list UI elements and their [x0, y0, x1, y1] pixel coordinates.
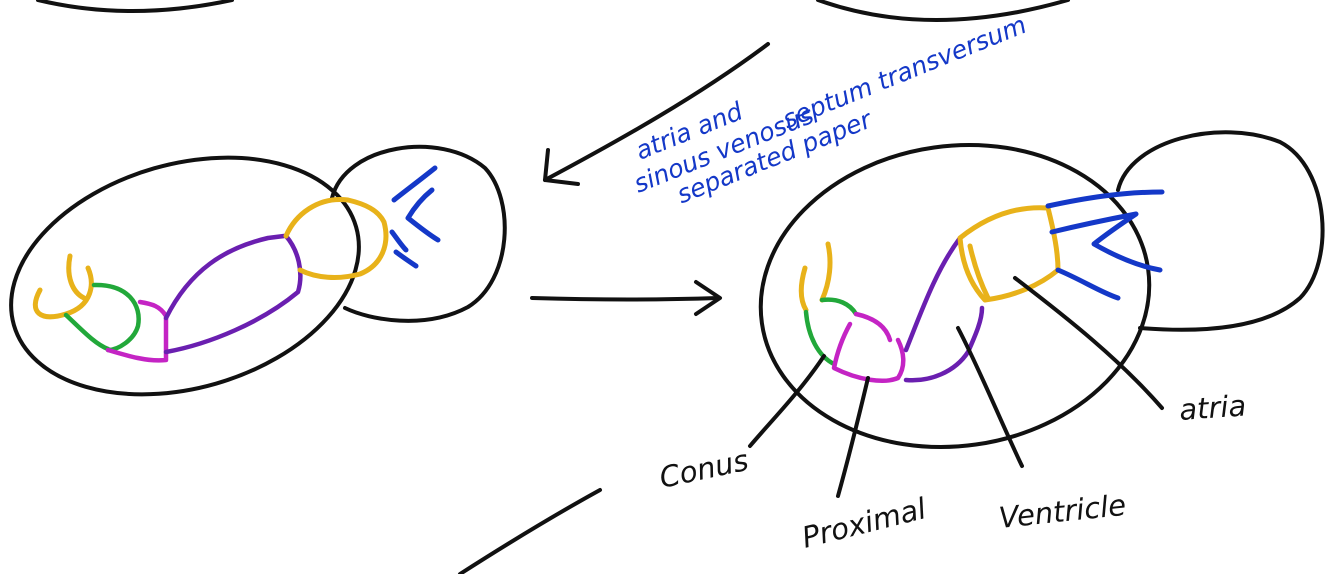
top-left-arc: [36, 0, 234, 13]
right-pericardial-outline: [758, 143, 1152, 449]
annotation-line-4: septum transversum: [778, 10, 1030, 134]
atria-leader-line: [1013, 276, 1164, 410]
bottom-partial-stroke: [458, 488, 602, 574]
right-conus-segment: [798, 241, 833, 313]
left-pericardial-outline: [9, 155, 361, 397]
left-bulbus-segment: [63, 282, 141, 353]
left-ventricle-segment: [163, 233, 303, 355]
annotation-arrow: [543, 42, 770, 186]
left-conus-segment: [32, 253, 94, 320]
top-right-arc: [816, 0, 1070, 22]
label-proximal: Proximal: [798, 491, 929, 555]
left-sinus-venosus: [389, 165, 441, 269]
early-heart-tube: [9, 144, 507, 397]
left-septum-bulge-outline: [330, 144, 507, 323]
transition-arrow: [530, 280, 722, 316]
ventricle-leader-line: [956, 326, 1024, 468]
looped-heart: Conus Proximal Ventricle atria: [656, 130, 1325, 555]
right-ventricle-segment: [903, 235, 985, 383]
right-bulbus-segment: [803, 297, 859, 367]
right-proximal-segment: [831, 311, 906, 383]
proximal-leader-line: [836, 376, 870, 498]
left-atria-segment: [283, 196, 389, 280]
right-septum-bulge-outline: [1116, 130, 1325, 332]
conus-leader-line: [748, 354, 826, 448]
right-sinus-venosus: [1045, 189, 1165, 301]
right-atria-segment: [957, 205, 1061, 303]
left-proximal-segment: [105, 299, 169, 363]
label-ventricle: Ventricle: [997, 488, 1127, 535]
label-conus: Conus: [656, 443, 751, 495]
label-atria: atria: [1178, 388, 1247, 427]
